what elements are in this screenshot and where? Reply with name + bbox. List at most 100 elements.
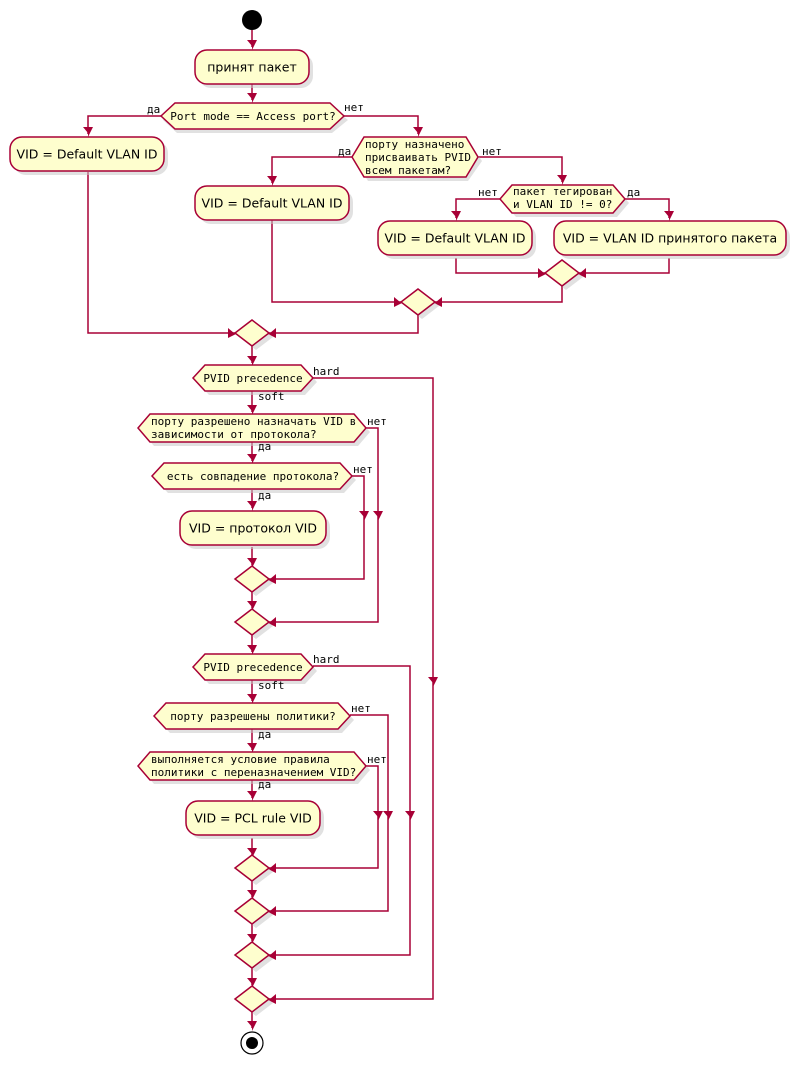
arrowhead	[266, 906, 276, 916]
activity-vid-default-untagged-label: VID = Default VLAN ID	[385, 231, 526, 246]
label-policy-condition-yes: да	[258, 778, 271, 791]
edge	[87, 115, 163, 134]
activity-vid-protocol: VID = протокол VID	[179, 510, 330, 549]
activity-vid-packet-label: VID = VLAN ID принятого пакета	[563, 231, 777, 246]
arrowhead	[247, 890, 257, 900]
arrowhead	[266, 574, 276, 584]
edge	[269, 518, 379, 623]
arrowhead	[394, 297, 404, 307]
activity-vid-pcl-label: VID = PCL rule VID	[194, 811, 312, 826]
activity-vid-default-access: VID = Default VLAN ID	[9, 136, 168, 175]
decision-protocol-match: есть совпадение протокола?	[150, 462, 356, 493]
decision-policies-allowed-text: порту разрешены политики?	[170, 710, 336, 723]
decision-tagged-text: пакет тегирован и VLAN ID != 0?	[513, 185, 619, 211]
arrowhead	[557, 175, 567, 185]
stop-node-ring	[240, 1031, 264, 1055]
label-protocol-match-no: нет	[353, 463, 373, 476]
decision-protocol-allowed: порту разрешено назначать VID в зависимо…	[137, 413, 370, 446]
edge	[478, 156, 563, 182]
edge	[87, 172, 235, 334]
edge	[269, 818, 379, 869]
stop-node-dot	[246, 1037, 258, 1049]
decision-precedence-2: PVID precedence	[191, 653, 317, 684]
label-policies-allowed-no: нет	[351, 702, 371, 715]
label-port-mode-no: нет	[344, 101, 364, 114]
activity-received-label: принят пакет	[207, 60, 297, 75]
edge	[271, 219, 401, 303]
arrowhead	[373, 811, 383, 821]
merge-diamond	[233, 565, 273, 596]
activity-vid-default-untagged: VID = Default VLAN ID	[377, 220, 536, 259]
start-node	[242, 10, 262, 30]
edge	[455, 258, 545, 274]
arrowhead	[228, 328, 238, 338]
decision-pvid-all-text: порту назначено присваивать PVID всем па…	[365, 138, 478, 177]
arrowhead	[405, 811, 415, 821]
edge	[455, 198, 500, 218]
merge-nodes	[233, 259, 583, 1016]
decision-protocol-allowed-text: порту разрешено назначать VID в зависимо…	[151, 415, 363, 441]
edge	[366, 427, 379, 518]
label-protocol-allowed-yes: да	[258, 440, 271, 453]
activity-vid-default-access-label: VID = Default VLAN ID	[17, 147, 158, 162]
label-policy-condition-no: нет	[367, 753, 387, 766]
edge	[269, 818, 389, 912]
edge	[352, 475, 365, 518]
arrowhead	[266, 328, 276, 338]
arrowhead	[247, 848, 257, 858]
arrowhead	[266, 863, 276, 873]
decision-port-mode: Port mode == Access port?	[159, 102, 348, 133]
arrowhead	[247, 356, 257, 366]
edge	[269, 315, 419, 334]
decision-pvid-all: порту назначено присваивать PVID всем па…	[351, 136, 482, 181]
decision-precedence-2-text: PVID precedence	[203, 661, 302, 674]
arrowhead	[266, 617, 276, 627]
edge	[271, 156, 352, 183]
arrowhead	[247, 791, 257, 801]
arrowhead	[247, 934, 257, 944]
merge-diamond	[233, 608, 273, 639]
label-pvid-all-yes: да	[338, 145, 351, 158]
activity-vid-protocol-label: VID = протокол VID	[189, 521, 317, 536]
decision-protocol-match-text: есть совпадение протокола?	[167, 470, 339, 483]
arrowhead	[247, 558, 257, 568]
merge-diamond	[543, 259, 583, 290]
edge	[344, 115, 419, 134]
arrowhead	[664, 211, 674, 221]
arrowhead	[247, 645, 257, 655]
label-precedence-1-hard: hard	[313, 365, 340, 378]
arrowhead	[413, 127, 423, 137]
edge	[313, 377, 434, 684]
label-tagged-no: нет	[478, 186, 498, 199]
arrowhead	[247, 40, 257, 50]
edge	[269, 818, 411, 956]
arrowhead	[359, 511, 369, 521]
arrowhead	[247, 743, 257, 753]
arrowhead	[373, 511, 383, 521]
decision-port-mode-text: Port mode == Access port?	[170, 110, 336, 123]
label-precedence-2-soft: soft	[258, 679, 285, 692]
stop-node	[240, 1031, 264, 1055]
activity-vid-packet: VID = VLAN ID принятого пакета	[553, 220, 790, 259]
decision-precedence-1-text: PVID precedence	[203, 372, 302, 385]
activity-received: принят пакет	[194, 49, 313, 88]
arrowhead	[247, 405, 257, 415]
arrowhead	[428, 677, 438, 687]
label-precedence-2-hard: hard	[313, 653, 340, 666]
arrowhead	[247, 501, 257, 511]
label-protocol-match-yes: да	[258, 489, 271, 502]
arrowhead	[576, 268, 586, 278]
arrowhead	[247, 601, 257, 611]
arrowhead	[247, 454, 257, 464]
label-port-mode-yes: да	[147, 103, 160, 116]
merge-diamond	[233, 985, 273, 1016]
merge-diamond	[233, 319, 273, 350]
decision-policy-condition: выполняется условие правила политики с п…	[137, 751, 370, 784]
label-protocol-allowed-no: нет	[367, 415, 387, 428]
arrowhead	[247, 1021, 257, 1031]
arrowhead	[83, 127, 93, 137]
edge	[579, 258, 670, 274]
merge-diamond	[233, 854, 273, 885]
edge	[435, 286, 563, 303]
